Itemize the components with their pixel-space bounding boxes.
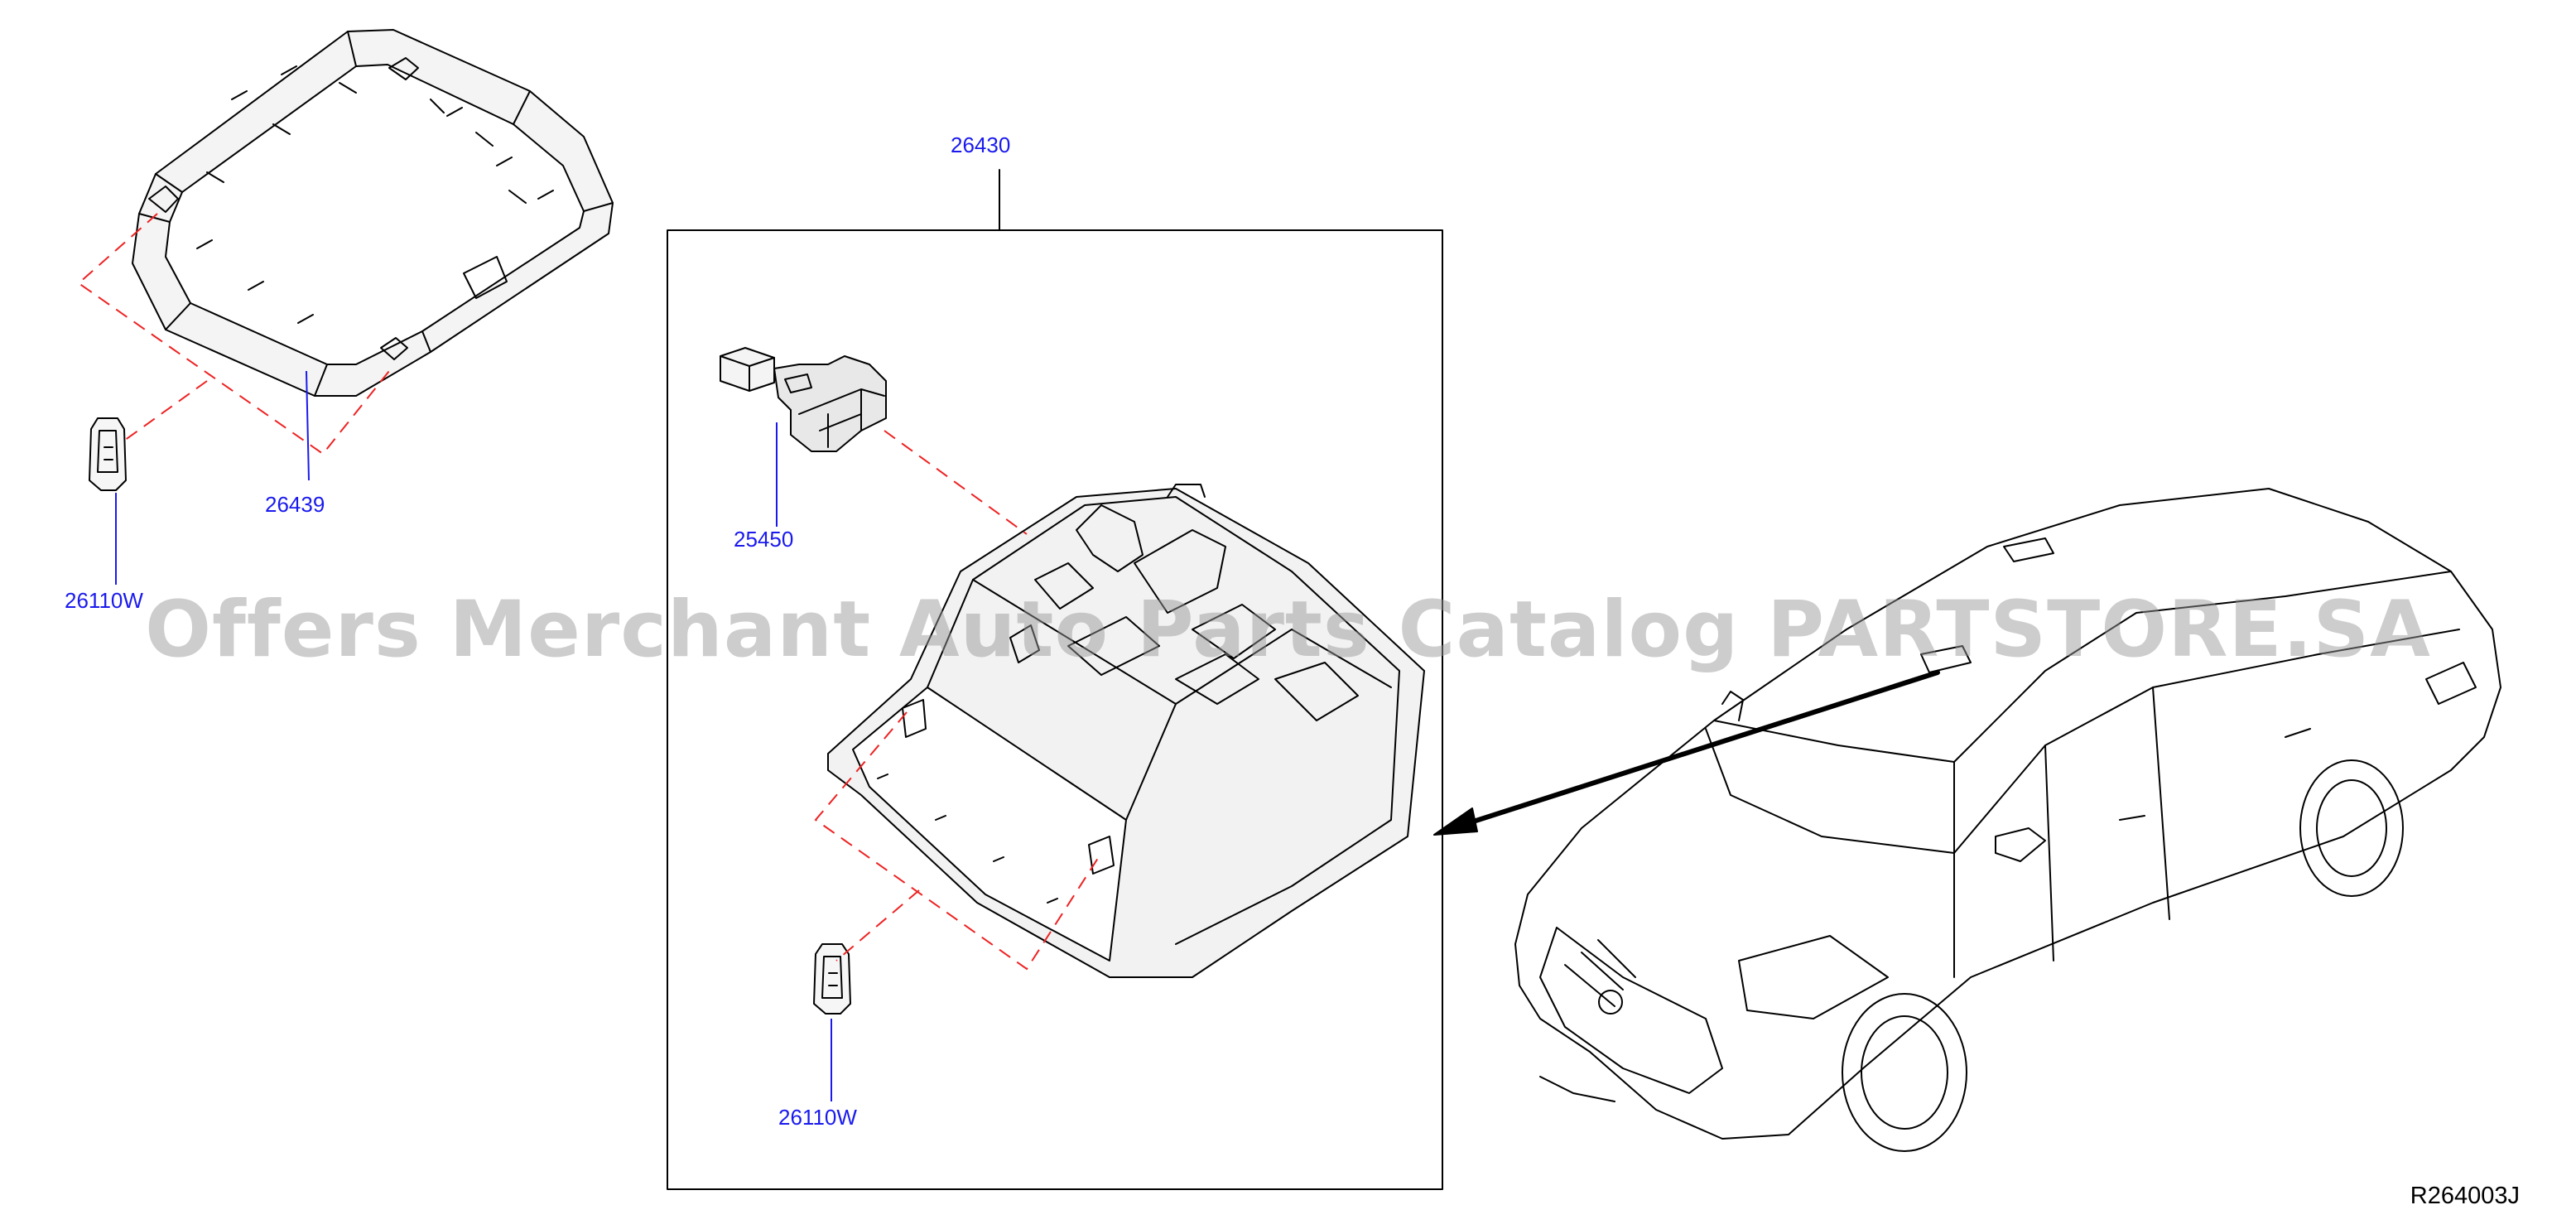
part-label-25450[interactable]: 25450 [734,527,794,552]
part-label-26110w-center[interactable]: 26110W [778,1105,857,1130]
leader-26439 [306,370,310,481]
connector-25450 [720,347,887,452]
map-lamp-assembly [827,484,1425,978]
part-label-26110w-left[interactable]: 26110W [65,588,143,613]
assembly-dashed-lines [77,213,1102,971]
part-label-26430[interactable]: 26430 [951,133,1011,157]
part-label-26439[interactable]: 26439 [265,492,325,517]
bezel-frame-26439 [132,29,614,397]
vehicle-illustration [1514,488,2501,1152]
diagram-code: R264003J [2410,1183,2520,1209]
location-arrow [1433,670,1940,836]
clip-26110w-center [813,943,851,1015]
assembly-frame-26430 [667,229,1443,1190]
clip-26110w-left [89,417,127,491]
